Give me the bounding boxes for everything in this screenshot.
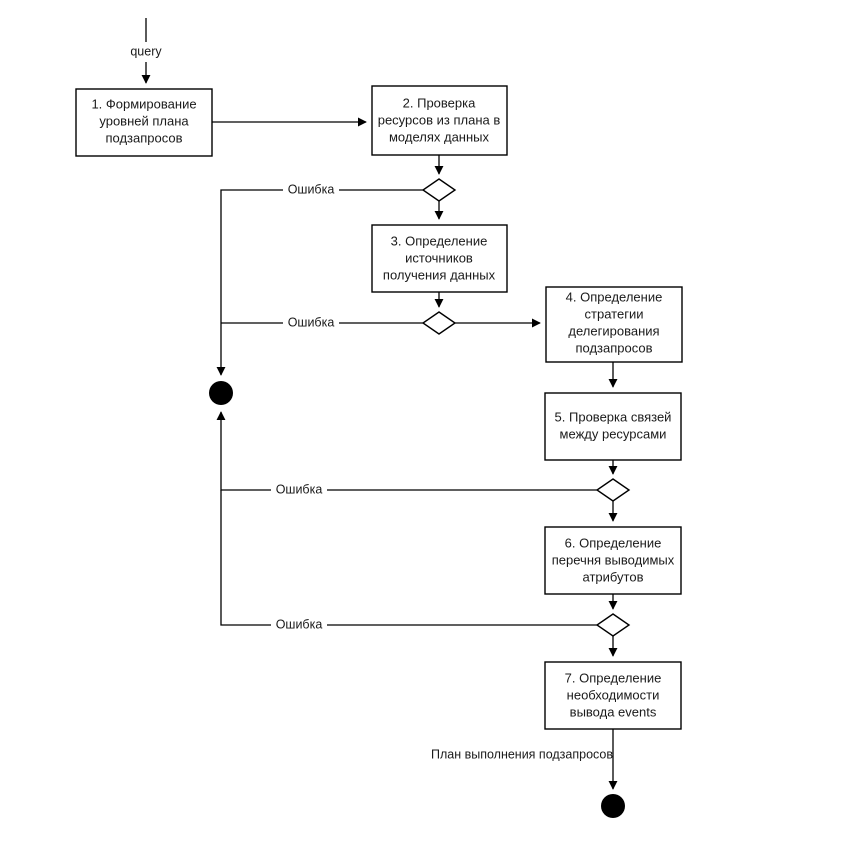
decision-1 (421, 178, 457, 202)
step-6-line-3: атрибутов (583, 569, 644, 584)
step-2-line-3: моделях данных (389, 129, 490, 144)
step-4-node[interactable]: 4. Определение стратегии делегирования п… (545, 286, 683, 363)
step-5-line-2: между ресурсами (560, 426, 667, 441)
error-label-1-group: Ошибка (283, 182, 339, 199)
step-1-node[interactable]: 1. Формирование уровней плана подзапросо… (75, 88, 213, 157)
error-label-2: Ошибка (288, 315, 335, 329)
step-5-node[interactable]: 5. Проверка связей между ресурсами (544, 392, 682, 461)
error-label-4-group: Ошибка (271, 617, 327, 634)
step-1-line-1: 1. Формирование (91, 96, 196, 111)
step-1-line-2: уровней плана (99, 113, 189, 128)
step-3-node[interactable]: 3. Определение источников получения данн… (371, 224, 508, 293)
decision-4 (595, 613, 631, 637)
step-4-line-1: 4. Определение (566, 289, 663, 304)
error-label-3: Ошибка (276, 482, 323, 496)
step-4-line-4: подзапросов (575, 340, 652, 355)
step-3-line-2: источников (405, 250, 473, 265)
error-label-3-group: Ошибка (271, 482, 327, 499)
error-end-node (209, 381, 233, 405)
decision-3 (595, 478, 631, 502)
step-7-line-1: 7. Определение (565, 670, 662, 685)
plan-output-label-group: План выполнения подзапросов (431, 747, 613, 761)
edge-decision3-error (216, 411, 597, 491)
step-7-line-3: вывода events (570, 704, 657, 719)
step-3-line-3: получения данных (383, 267, 496, 282)
step-4-line-2: стратегии (585, 306, 644, 321)
decision-2 (421, 311, 457, 335)
step-4-line-3: делегирования (568, 323, 659, 338)
plan-output-label: План выполнения подзапросов (431, 747, 613, 761)
step-1-line-3: подзапросов (105, 130, 182, 145)
step-2-line-2: ресурсов из плана в (378, 112, 501, 127)
final-end-node (601, 794, 625, 818)
error-label-1: Ошибка (288, 182, 335, 196)
step-7-node[interactable]: 7. Определение необходимости вывода even… (544, 661, 682, 730)
error-label-2-group: Ошибка (283, 315, 339, 332)
step-5-line-1: 5. Проверка связей (555, 409, 672, 424)
error-label-4: Ошибка (276, 617, 323, 631)
step-7-line-2: необходимости (567, 687, 660, 702)
edge-decision1-error (216, 189, 423, 376)
edge-decision4-error (220, 490, 597, 626)
query-label-group: query (122, 42, 170, 60)
step-2-node[interactable]: 2. Проверка ресурсов из плана в моделях … (371, 85, 508, 156)
step-3-line-1: 3. Определение (391, 233, 488, 248)
step-6-line-1: 6. Определение (565, 535, 662, 550)
step-6-node[interactable]: 6. Определение перечня выводимых атрибут… (544, 526, 682, 595)
query-label: query (130, 44, 162, 58)
step-6-line-2: перечня выводимых (552, 552, 675, 567)
step-2-line-1: 2. Проверка (403, 95, 476, 110)
